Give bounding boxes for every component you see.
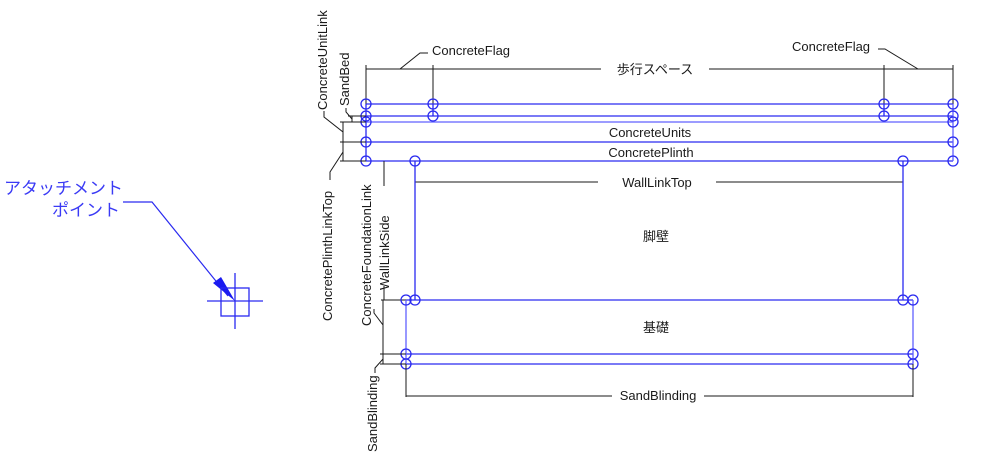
walkway-dimension: 歩行スペース (365, 60, 954, 104)
wall-link-side-label: WallLinkSide (377, 215, 392, 290)
wall-link-top-label: WallLinkTop (622, 175, 692, 190)
sand-blinding-vertical-leader (374, 358, 384, 373)
attachment-arrow-icon (213, 277, 235, 301)
foundation-outline[interactable] (405, 299, 914, 365)
concrete-unit-link-leader (323, 111, 344, 133)
attachment-label-line2: ポイント (52, 201, 120, 221)
wall-link-side-dimension: WallLinkSide (376, 161, 406, 301)
left-layer-dimensions (340, 115, 366, 162)
concrete-unit-link-label: ConcreteUnitLink (315, 10, 330, 110)
sand-blinding-vertical-label: SandBlinding (365, 375, 380, 452)
wall-outline[interactable] (414, 161, 904, 300)
concrete-plinth-link-top-label: ConcretePlinthLinkTop (320, 191, 335, 321)
sand-bed-label: SandBed (337, 53, 352, 107)
concrete-units-label: ConcreteUnits (609, 125, 692, 140)
concrete-foundation-link-leader (373, 309, 384, 326)
sand-blinding-horizontal-label: SandBlinding (620, 388, 697, 403)
attachment-point-marker[interactable] (207, 273, 263, 329)
concrete-flag-left-label: ConcreteFlag (432, 43, 510, 58)
concrete-plinth-label: ConcretePlinth (608, 145, 693, 160)
sand-blinding-dimension: SandBlinding (405, 364, 914, 404)
concrete-foundation-link-label: ConcreteFoundationLink (359, 184, 374, 326)
concrete-plinth-link-top-leader (329, 151, 344, 180)
concrete-flag-right-label: ConcreteFlag (792, 39, 870, 54)
foundation-label: 基礎 (643, 321, 669, 336)
concrete-flag-right-leader (878, 48, 919, 70)
walkway-space-label: 歩行スペース (617, 63, 693, 78)
wall-link-top-dimension: WallLinkTop (415, 174, 903, 190)
sand-bed-leader (345, 108, 353, 120)
wall-label: 脚壁 (643, 229, 669, 245)
attachment-label-line1: アタッチメント (4, 179, 123, 199)
foundation-left-dimensions (380, 300, 406, 365)
concrete-flag-left-leader (399, 52, 428, 70)
paving-layers[interactable] (365, 103, 954, 162)
attachment-leader-line (123, 201, 229, 297)
